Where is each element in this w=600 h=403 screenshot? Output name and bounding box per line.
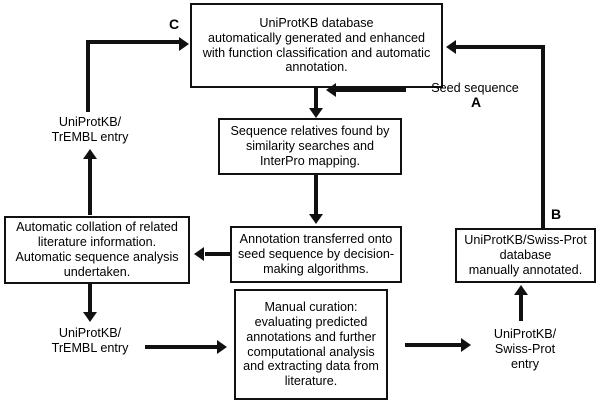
arrow-trembl-to-curation-shaft <box>145 345 219 349</box>
tag-a: A <box>471 94 482 110</box>
arrow-collation-to-trembl-head <box>83 312 97 322</box>
arrow-trembl-to-curation-head <box>217 340 227 354</box>
box-sequence-relatives: Sequence relatives found by similarity s… <box>218 118 402 175</box>
label-swissprot-entry: UniProtKB/ Swiss-Prot entry <box>493 327 557 372</box>
arrow-collation-to-trembl-upper-shaft <box>88 157 92 215</box>
label-trembl-entry-upper: UniProtKB/ TrEMBL entry <box>51 115 129 145</box>
box-uniprotkb-database: UniProtKB database automatically generat… <box>190 3 443 88</box>
arrow-swissprot-entry-to-database-head <box>514 285 528 295</box>
box-annotation-transferred: Annotation transferred onto seed sequenc… <box>230 226 402 283</box>
arrow-database-to-relatives-head <box>309 108 323 118</box>
arrow-relatives-to-annotation-head <box>309 214 323 224</box>
arrow-c-head <box>179 37 189 51</box>
label-seed-sequence: Seed sequence <box>431 81 519 95</box>
arrow-collation-to-trembl-shaft <box>88 284 92 313</box>
box-swissprot-database: UniProtKB/Swiss-Prot database manually a… <box>455 228 596 283</box>
arrow-seed-sequence-shaft <box>336 88 406 92</box>
arrow-database-to-relatives-shaft <box>314 88 318 110</box>
arrow-curation-to-swissprot-shaft <box>405 343 463 347</box>
arrow-b-horizontal-shaft <box>456 45 545 49</box>
arrow-c-horizontal-shaft <box>86 40 180 44</box>
arrow-seed-sequence-head <box>326 83 336 97</box>
box-manual-curation: Manual curation: evaluating predicted an… <box>234 289 388 400</box>
box-automatic-collation: Automatic collation of related literatur… <box>4 216 190 284</box>
tag-c: C <box>169 16 180 32</box>
tag-b: B <box>551 206 562 222</box>
arrow-relatives-to-annotation-shaft <box>314 175 318 215</box>
label-trembl-entry-lower: UniProtKB/ TrEMBL entry <box>51 326 129 356</box>
arrow-b-vertical-shaft <box>541 45 545 228</box>
arrow-swissprot-entry-to-database-shaft <box>519 293 523 321</box>
arrow-curation-to-swissprot-head <box>461 338 471 352</box>
arrow-annotation-to-collation-head <box>194 247 204 261</box>
arrow-annotation-to-collation-shaft <box>205 252 231 256</box>
arrow-c-vertical-shaft <box>86 40 90 112</box>
arrow-collation-to-trembl-upper-head <box>83 149 97 159</box>
arrow-b-head <box>446 40 456 54</box>
